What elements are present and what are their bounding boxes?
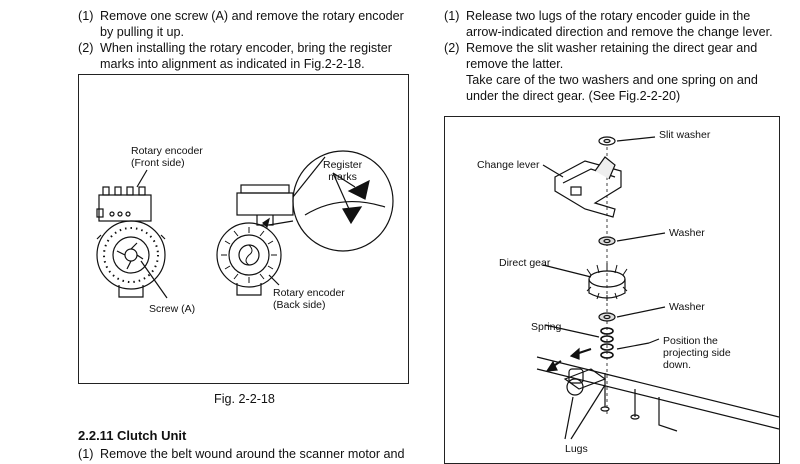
figure-caption: Fig. 2-2-18 <box>214 392 275 406</box>
step-2: (2) When installing the rotary encoder, … <box>78 40 416 72</box>
step-number: (1) <box>78 9 94 23</box>
label-lugs: Lugs <box>565 443 588 455</box>
note-text: Take care of the two washers and one spr… <box>466 73 758 103</box>
step-text: Release two lugs of the rotary encoder g… <box>466 9 773 39</box>
step-number: (2) <box>78 41 94 55</box>
step-text: Remove one screw (A) and remove the rota… <box>100 9 404 39</box>
label-rotary-front: Rotary encoder (Front side) <box>131 145 203 169</box>
right-steps: (1) Release two lugs of the rotary encod… <box>444 8 782 104</box>
rotary-encoder-illustration <box>96 150 394 299</box>
section-heading: 2.2.11 Clutch Unit <box>78 428 187 443</box>
step-2: (2) Remove the slit washer retaining the… <box>444 40 782 72</box>
step-1: (1) Release two lugs of the rotary encod… <box>444 8 782 40</box>
step-number: (1) <box>444 9 460 23</box>
left-steps-top: (1) Remove one screw (A) and remove the … <box>78 8 416 72</box>
step-text: When installing the rotary encoder, brin… <box>100 41 392 71</box>
step-1: (1) Remove one screw (A) and remove the … <box>78 8 416 40</box>
label-rotary-back: Rotary encoder (Back side) <box>273 287 345 311</box>
figure-2-2-20: Slit washer Change lever Washer Direct g… <box>444 116 780 464</box>
label-screw-a: Screw (A) <box>149 303 196 315</box>
step-cut-off: (1) Remove the belt wound around the sca… <box>78 446 416 462</box>
label-change-lever: Change lever <box>477 159 540 171</box>
step-number: (2) <box>444 41 460 55</box>
note: Take care of the two washers and one spr… <box>444 72 782 104</box>
label-washer-upper: Washer <box>669 227 705 239</box>
change-lever-illustration <box>536 136 779 440</box>
figure-2-2-18: Rotary encoder (Front side) Register mar… <box>78 74 409 384</box>
label-direct-gear: Direct gear <box>499 257 551 269</box>
step-text: Remove the belt wound around the scanner… <box>100 447 405 461</box>
label-spring: Spring <box>531 321 562 333</box>
step-number: (1) <box>78 447 94 461</box>
step-text: Remove the slit washer retaining the dir… <box>466 41 758 71</box>
label-register-marks: Register marks <box>323 159 363 183</box>
label-position-projecting: Position the projecting side down. <box>663 335 731 371</box>
label-slit-washer: Slit washer <box>659 129 711 141</box>
label-washer-lower: Washer <box>669 301 705 313</box>
